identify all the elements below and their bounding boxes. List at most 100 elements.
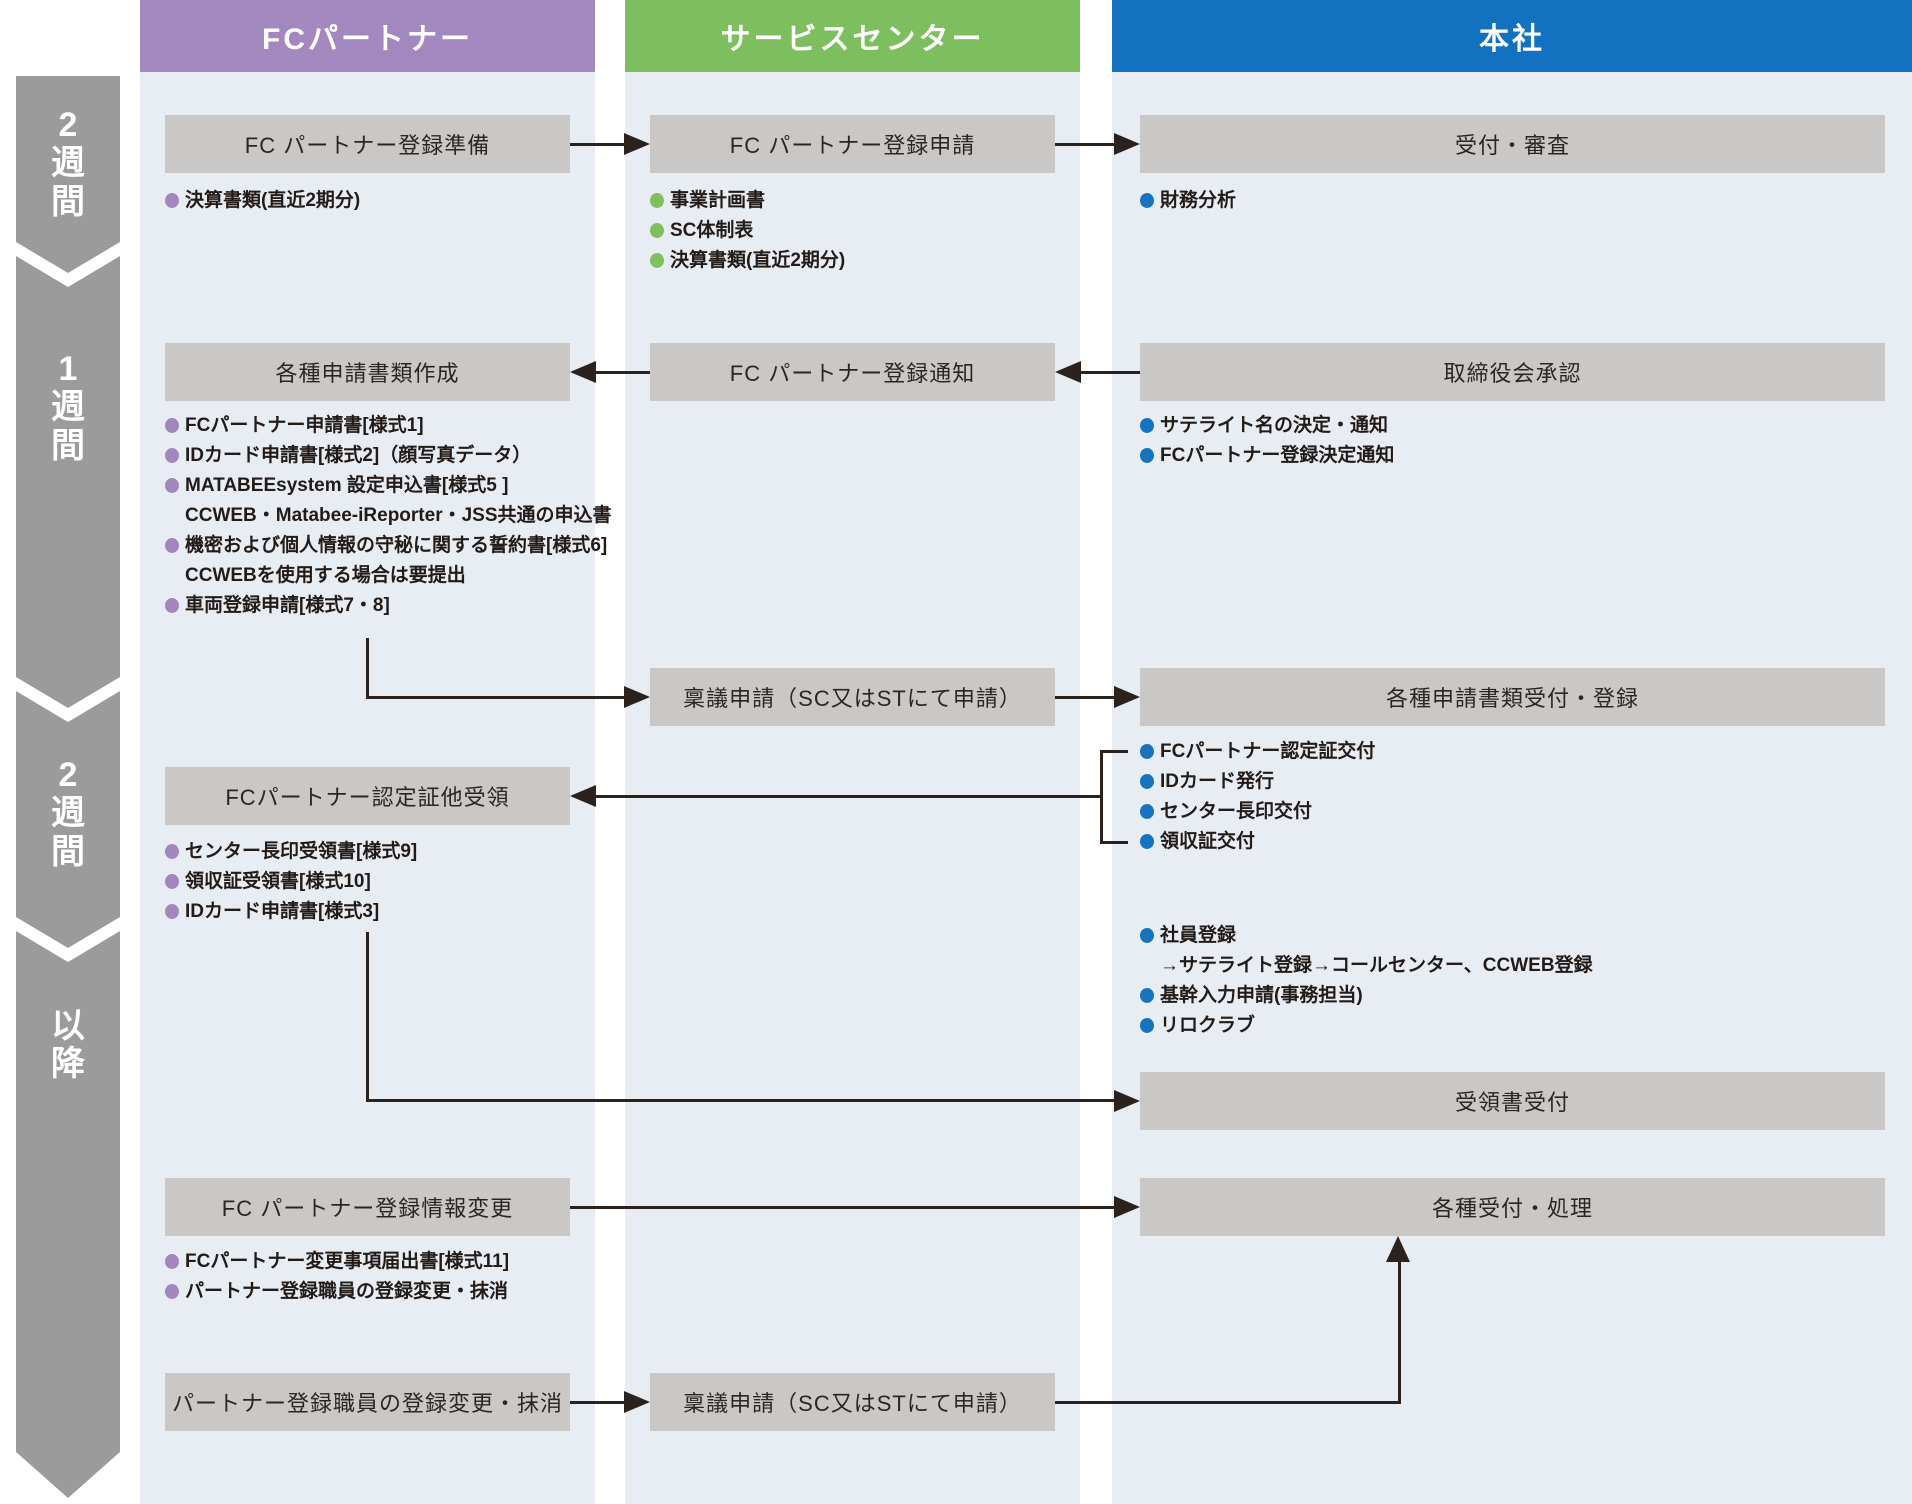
process-box-fc-registration-prep: FC パートナー登録準備 — [165, 115, 570, 173]
bullet-text: 財務分析 — [1160, 190, 1237, 211]
bullet-item: サテライト名の決定・通知 — [1140, 415, 1394, 437]
bullet-item: CCWEB・Matabee-iReporter・JSS共通の申込書 — [165, 505, 612, 527]
bullet-dot — [165, 478, 179, 493]
arrowhead-up-icon — [1386, 1236, 1410, 1262]
arrowhead-right-icon — [624, 686, 650, 708]
bullet-item: 事業計画書 — [650, 190, 845, 212]
arrow-ringi-to-accept — [1055, 696, 1116, 699]
bullet-dot — [165, 448, 179, 463]
bullet-item: 決算書類(直近2期分) — [165, 190, 360, 212]
bullet-dot — [165, 598, 179, 613]
arrow-notice-to-create — [596, 371, 650, 374]
bullet-list-create-docs: FCパートナー申請書[様式1] IDカード申請書[様式2]（顔写真データ） MATA… — [165, 415, 612, 625]
bullet-text: SC体制表 — [670, 220, 754, 241]
connector-ringi2-horizontal — [1055, 1401, 1401, 1404]
column-header-label: サービスセンター — [720, 23, 985, 56]
process-box-fc-notice: FC パートナー登録通知 — [650, 343, 1055, 401]
bullet-item: FCパートナー申請書[様式1] — [165, 415, 612, 437]
arrow-prep-to-apply — [570, 143, 628, 146]
bullet-text: FCパートナー登録決定通知 — [1160, 445, 1395, 466]
bullet-item: パートナー登録職員の登録変更・抹消 — [165, 1281, 509, 1303]
bullet-item: FCパートナー変更事項届出書[様式11] — [165, 1251, 509, 1273]
bullet-text: 決算書類(直近2期分) — [185, 190, 361, 211]
process-box-ringi-application-1: 稟議申請（SC又はSTにて申請） — [650, 668, 1055, 726]
bullet-text: 社員登録 — [1160, 925, 1237, 946]
bullet-text: センター長印受領書[様式9] — [185, 841, 418, 862]
column-header-fc-partner: FCパートナー — [140, 0, 595, 72]
bullet-item: IDカード発行 — [1140, 771, 1375, 793]
process-box-review: 受付・審査 — [1140, 115, 1885, 173]
bullet-text: 領収証受領書[様式10] — [185, 871, 371, 892]
arrow-apply-to-review — [1055, 143, 1116, 146]
timeline-label: 2週間 — [50, 106, 85, 221]
arrowhead-right-icon — [1114, 1090, 1140, 1112]
bullet-list-apply-docs: 事業計画書 SC体制表決算書類(直近2期分) — [650, 190, 845, 280]
bullet-dot — [1140, 834, 1154, 849]
bullet-text: IDカード申請書[様式3] — [185, 901, 380, 922]
bullet-dot — [1140, 418, 1154, 433]
bullet-dot — [1140, 448, 1154, 463]
bullet-text: 基幹入力申請(事務担当) — [1160, 985, 1363, 1006]
column-header-head-office: 本社 — [1112, 0, 1912, 72]
process-box-staff-change: パートナー登録職員の登録変更・抹消 — [165, 1373, 570, 1431]
bullet-text: パートナー登録職員の登録変更・抹消 — [185, 1281, 509, 1302]
bullet-dot — [165, 874, 179, 889]
connector-create-to-ringi-vertical — [366, 638, 369, 698]
bullet-item: MATABEEsystem 設定申込書[様式5 ] — [165, 475, 612, 497]
bullet-text: →サテライト登録→コールセンター、CCWEB登録 — [1160, 955, 1593, 976]
bullet-item: IDカード申請書[様式2]（顔写真データ） — [165, 445, 612, 467]
bullet-dot — [1140, 1018, 1154, 1033]
bullet-text: CCWEB・Matabee-iReporter・JSS共通の申込書 — [185, 505, 612, 526]
timeline-label: 1週間 — [50, 350, 85, 465]
arrow-staff-change-to-ringi — [570, 1401, 626, 1404]
column-bg-fc-partner — [140, 0, 595, 1504]
bullet-item: 機密および個人情報の守秘に関する誓約書[様式6] — [165, 535, 612, 557]
bullet-list-review-docs: 財務分析 — [1140, 190, 1236, 220]
bullet-text: 事業計画書 — [670, 190, 766, 211]
process-box-docs-accept: 各種申請書類受付・登録 — [1140, 668, 1885, 726]
arrowhead-right-icon — [1114, 686, 1140, 708]
bullet-dot — [165, 844, 179, 859]
bullet-dot — [650, 193, 664, 208]
bullet-dot — [1140, 774, 1154, 789]
arrowhead-right-icon — [624, 133, 650, 155]
bullet-text: CCWEBを使用する場合は要提出 — [185, 565, 466, 586]
process-box-ringi-application-2: 稟議申請（SC又はSTにて申請） — [650, 1373, 1055, 1431]
bullet-text: 機密および個人情報の守秘に関する誓約書[様式6] — [185, 535, 608, 556]
column-bg-head-office — [1112, 0, 1912, 1504]
bullet-item: 領収証受領書[様式10] — [165, 871, 417, 893]
bullet-dot — [650, 253, 664, 268]
bullet-item: FCパートナー認定証交付 — [1140, 741, 1375, 763]
arrow-info-change-to-various — [570, 1206, 1114, 1209]
arrowhead-left-icon — [570, 361, 596, 383]
bullet-list-board-docs: サテライト名の決定・通知 FCパートナー登録決定通知 — [1140, 415, 1394, 475]
bullet-item: 決算書類(直近2期分) — [650, 250, 845, 272]
bullet-dot — [165, 538, 179, 553]
bullet-dot — [1140, 193, 1154, 208]
bullet-text: IDカード発行 — [1160, 771, 1275, 792]
arrowhead-right-icon — [1114, 133, 1140, 155]
bracket-issue-vertical — [1100, 750, 1103, 844]
bullet-item: FCパートナー登録決定通知 — [1140, 445, 1394, 467]
bullet-item: 財務分析 — [1140, 190, 1236, 212]
connector-create-to-ringi-horizontal — [366, 696, 624, 699]
arrow-issue-to-cert-receive — [596, 795, 1100, 798]
arrowhead-left-icon — [570, 785, 596, 807]
bullet-item: リロクラブ — [1140, 1015, 1593, 1037]
connector-receive-to-receipt-horizontal — [366, 1099, 1114, 1102]
timeline-segment-1week: 1週間 — [16, 256, 120, 708]
bullet-dot — [165, 418, 179, 433]
bullet-item: 領収証交付 — [1140, 831, 1375, 853]
process-box-docs-create: 各種申請書類作成 — [165, 343, 570, 401]
bullet-item: →サテライト登録→コールセンター、CCWEB登録 — [1140, 955, 1593, 977]
bullet-text: FCパートナー認定証交付 — [1160, 741, 1376, 762]
bullet-list-change-docs: FCパートナー変更事項届出書[様式11] パートナー登録職員の登録変更・抹消 — [165, 1251, 509, 1311]
bullet-item: CCWEBを使用する場合は要提出 — [165, 565, 612, 587]
bullet-item: 基幹入力申請(事務担当) — [1140, 985, 1593, 1007]
bullet-dot — [165, 904, 179, 919]
bracket-issue-stub-bottom — [1100, 841, 1128, 844]
timeline-label: 以降 — [50, 1007, 85, 1084]
bullet-item: センター長印受領書[様式9] — [165, 841, 417, 863]
bullet-text: 領収証交付 — [1160, 831, 1256, 852]
bullet-item: 社員登録 — [1140, 925, 1593, 947]
